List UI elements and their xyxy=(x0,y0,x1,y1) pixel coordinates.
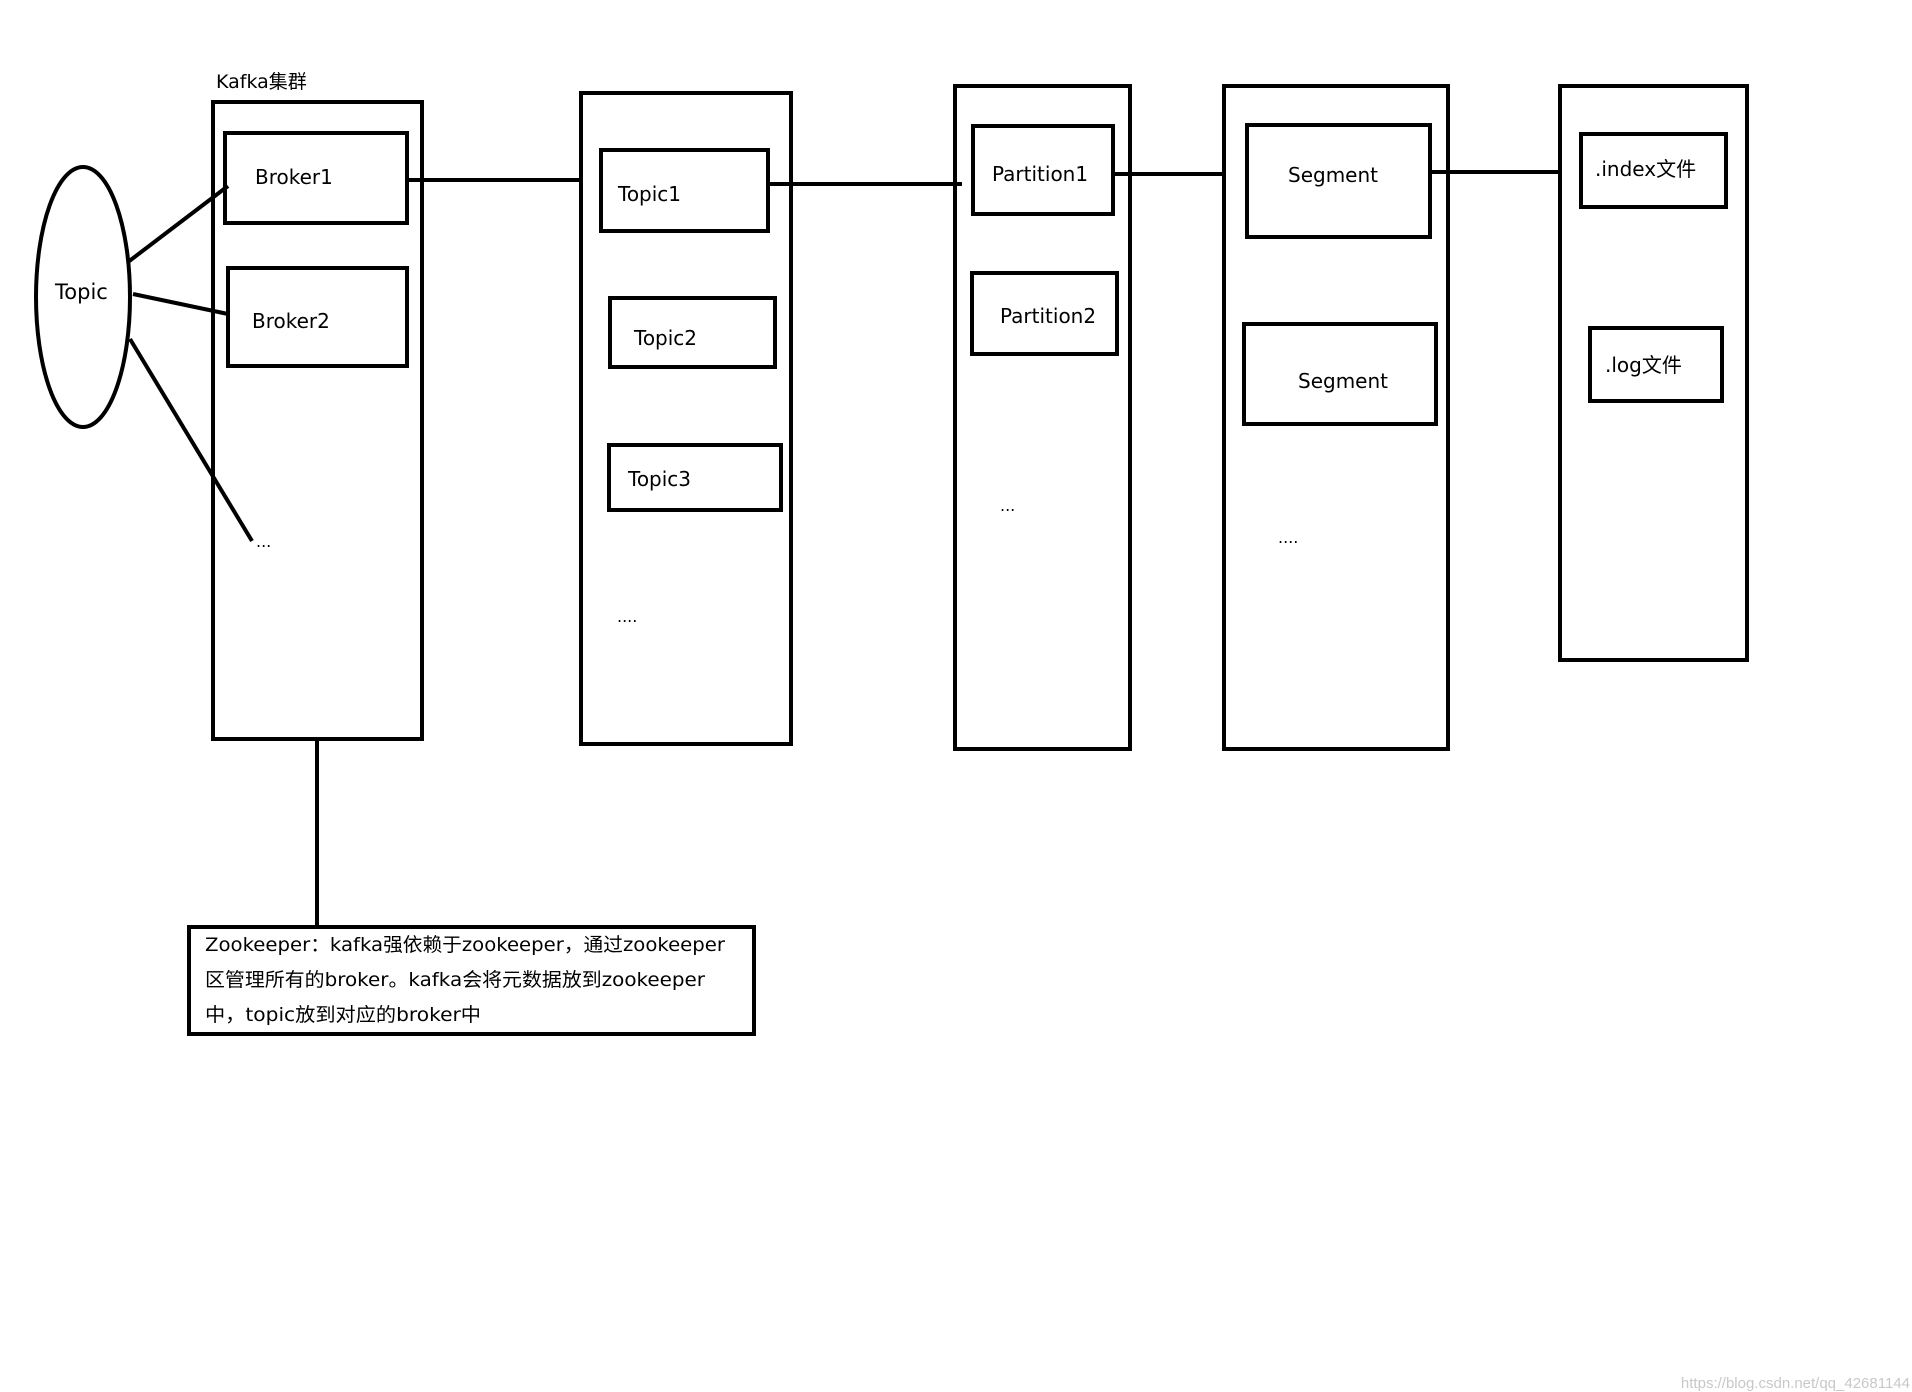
segments-column: Segment Segment .... xyxy=(1222,84,1450,751)
partition2-label: Partition2 xyxy=(1000,304,1096,328)
log-file-label: .log文件 xyxy=(1605,353,1682,377)
topic-ellipse xyxy=(34,165,132,429)
zookeeper-note-line-2: 区管理所有的broker。kafka会将元数据放到zookeeper xyxy=(205,969,705,991)
zookeeper-note-line-1: Zookeeper：kafka强依赖于zookeeper，通过zookeeper xyxy=(205,934,725,956)
segments-ellipsis: .... xyxy=(1278,528,1298,547)
log-file-box xyxy=(1588,326,1724,403)
partition1-label: Partition1 xyxy=(992,162,1088,186)
cluster-title: Kafka集群 xyxy=(216,71,307,93)
kafka-cluster-column: Kafka集群 Broker1 Broker2 ... xyxy=(211,71,424,741)
topic-bubble: Topic xyxy=(34,165,132,429)
broker-ellipsis: ... xyxy=(256,532,271,551)
topic2-label: Topic2 xyxy=(633,326,697,350)
zookeeper-note-box xyxy=(187,925,756,1036)
index-file-label: .index文件 xyxy=(1595,157,1696,181)
topic1-label: Topic1 xyxy=(617,182,681,206)
broker1-label: Broker1 xyxy=(255,165,333,189)
segment1-label: Segment xyxy=(1288,163,1378,187)
watermark-text: https://blog.csdn.net/qq_42681144 xyxy=(1681,1375,1910,1392)
segments-frame xyxy=(1222,84,1450,751)
cluster-frame xyxy=(211,100,424,741)
broker2-box xyxy=(226,266,409,368)
topic3-box xyxy=(607,443,783,512)
partitions-column: Partition1 Partition2 ... xyxy=(953,84,1132,751)
connector-topic-more xyxy=(128,337,254,543)
partition2-box xyxy=(970,271,1119,356)
topics-frame xyxy=(579,91,793,746)
segment2-box xyxy=(1242,322,1438,426)
topics-column: Topic1 Topic2 Topic3 .... xyxy=(579,91,793,746)
broker2-label: Broker2 xyxy=(252,309,330,333)
zookeeper-note-line-3: 中，topic放到对应的broker中 xyxy=(205,1004,481,1026)
partition1-box xyxy=(971,124,1115,216)
topic-bubble-label: Topic xyxy=(54,280,108,304)
segment1-box xyxy=(1245,123,1432,239)
topics-ellipsis: .... xyxy=(617,607,637,626)
topic1-box xyxy=(599,148,770,233)
segment2-label: Segment xyxy=(1298,369,1388,393)
topic3-label: Topic3 xyxy=(627,467,691,491)
partitions-frame xyxy=(953,84,1132,751)
topic2-box xyxy=(608,296,777,369)
files-column: .index文件 .log文件 xyxy=(1558,84,1749,662)
index-file-box xyxy=(1579,132,1728,209)
files-frame xyxy=(1558,84,1749,662)
partitions-ellipsis: ... xyxy=(1000,496,1015,515)
zookeeper-note: Zookeeper：kafka强依赖于zookeeper，通过zookeeper… xyxy=(187,925,756,1036)
